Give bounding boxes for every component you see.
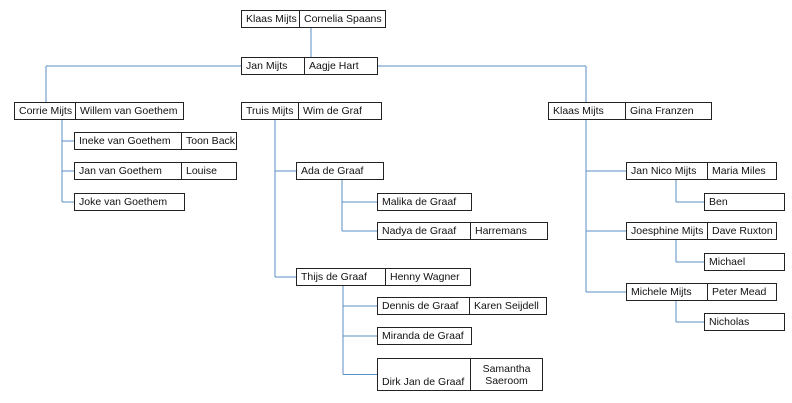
- spouse-name: Dave Ruxton: [707, 223, 776, 239]
- spouse-name: Wim de Graf: [298, 103, 381, 119]
- person-box-michael: Michael: [704, 253, 785, 271]
- person-name: Ada de Graaf: [301, 165, 364, 177]
- person-name: Nicholas: [709, 316, 750, 328]
- person-name: Dirk Jan de Graaf: [382, 376, 465, 388]
- person-box-thijs-de-graaf: Thijs de Graaf Henny Wagner: [296, 268, 471, 286]
- person-name: Miranda de Graaf: [382, 330, 464, 342]
- person-box-miranda-de-graaf: Miranda de Graaf: [377, 327, 472, 345]
- person-name: Nadya de Graaf: [382, 225, 457, 237]
- person-box-michele-mijts: Michele Mijts Peter Mead: [626, 283, 777, 301]
- person-name: Michele Mijts: [631, 286, 692, 298]
- person-box-joke-van-goethem: Joke van Goethem: [74, 193, 185, 211]
- person-name: Malika de Graaf: [382, 196, 457, 208]
- spouse-name: Toon Back: [181, 133, 236, 149]
- person-name: Michael: [709, 256, 746, 268]
- person-name: Joke van Goethem: [79, 196, 168, 208]
- person-box-ben: Ben: [704, 193, 785, 211]
- person-box-malika-de-graaf: Malika de Graaf: [377, 193, 472, 211]
- person-name: Klaas Mijts: [246, 13, 297, 25]
- person-box-dennis-de-graaf: Dennis de Graaf Karen Seijdell: [377, 297, 547, 315]
- spouse-name: Samantha Saeroom: [470, 359, 542, 390]
- person-name: Thijs de Graaf: [301, 271, 367, 283]
- person-box-klaas-mijts: Klaas Mijts Gina Franzen: [548, 102, 712, 120]
- spouse-name: Gina Franzen: [625, 103, 711, 119]
- spouse-name: Maria Miles: [707, 163, 776, 179]
- person-name: Corrie Mijts: [19, 105, 73, 117]
- person-box-ada-de-graaf: Ada de Graaf: [296, 162, 384, 180]
- person-box-truis-mijts: Truis Mijts Wim de Graf: [241, 102, 382, 120]
- spouse-name: Peter Mead: [707, 284, 776, 300]
- person-name: Ineke van Goethem: [79, 135, 171, 147]
- spouse-name: Cornelia Spaans: [299, 11, 385, 27]
- spouse-name: Aagje Hart: [304, 58, 377, 74]
- person-box-dirk-jan-de-graaf: Dirk Jan de Graaf Samantha Saeroom: [377, 358, 543, 391]
- spouse-name: Louise: [181, 163, 236, 179]
- spouse-name: Henny Wagner: [385, 269, 470, 285]
- person-box-ineke-van-goethem: Ineke van Goethem Toon Back: [74, 132, 237, 150]
- person-box-nicholas: Nicholas: [704, 313, 785, 331]
- person-box-jan-van-goethem: Jan van Goethem Louise: [74, 162, 237, 180]
- spouse-name: Karen Seijdell: [469, 298, 546, 314]
- spouse-name: Willem van Goethem: [75, 103, 183, 119]
- person-box-nadya-de-graaf: Nadya de Graaf Harremans: [377, 222, 548, 240]
- person-name: Jan Mijts: [246, 60, 288, 72]
- person-name: Ben: [709, 196, 728, 208]
- person-name: Dennis de Graaf: [382, 300, 459, 312]
- person-name: Jan Nico Mijts: [631, 165, 697, 177]
- person-name: Klaas Mijts: [553, 105, 604, 117]
- person-name: Jan van Goethem: [79, 165, 162, 177]
- person-box-jan-nico-mijts: Jan Nico Mijts Maria Miles: [626, 162, 777, 180]
- person-name: Joesphine Mijts: [631, 225, 704, 237]
- spouse-name: Harremans: [470, 223, 547, 239]
- person-box-jan-mijts: Jan Mijts Aagje Hart: [241, 57, 378, 75]
- person-name: Truis Mijts: [246, 105, 294, 117]
